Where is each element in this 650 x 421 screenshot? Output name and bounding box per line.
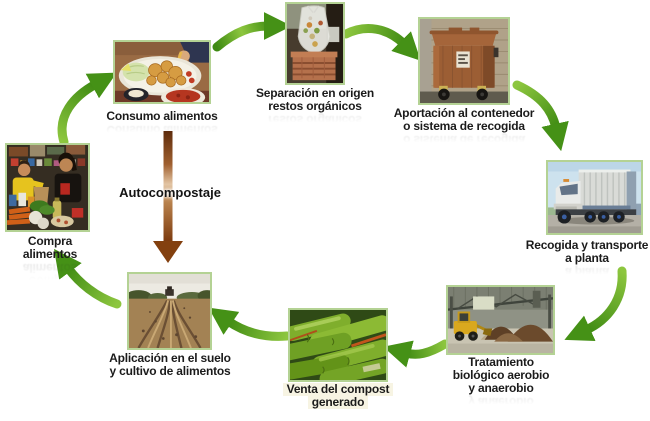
garbage-truck-photo <box>546 160 643 235</box>
label-line: generado <box>307 396 369 409</box>
label-line: restos orgánicos <box>268 99 362 113</box>
arrow-aplicacion-to-compra <box>53 248 122 309</box>
autocompostaje-label: Autocompostaje <box>119 185 221 200</box>
label-line: Venta del compost <box>282 383 394 396</box>
plate-of-food-photo <box>113 40 211 104</box>
compra-alimentos-label: Compra alimentos Compra alimentos <box>0 234 100 289</box>
label-line: Aplicación en el suelo <box>109 351 231 365</box>
arrow-compra-to-consumo <box>57 72 117 147</box>
label-line: y anaerobio <box>468 381 534 395</box>
label-line: Separación en origen <box>255 86 375 100</box>
label-line: y cultivo de alimentos <box>109 364 231 378</box>
label-line: Tratamiento <box>468 355 534 369</box>
arrow-tratamiento-to-venta <box>383 339 450 368</box>
label-line: biológico aerobio <box>452 368 550 382</box>
aplicacion-suelo-label: Aplicación en el suelo y cultivo de alim… <box>95 352 245 378</box>
separacion-origen-label: Separación en origen restos orgánicos re… <box>240 86 390 128</box>
label-line: o sistema de recogida <box>403 119 525 133</box>
arrow-consumo-to-separacion <box>212 12 292 52</box>
recogida-transporte-label: Recogida y transporte a planta a planta <box>525 238 649 280</box>
label-line: Compra alimentos <box>22 234 78 261</box>
tratamiento-biologico-label: Tratamiento biológico aerobio y anaerobi… <box>436 355 566 410</box>
treatment-plant-photo <box>446 285 555 355</box>
arrow-venta-to-aplicacion <box>208 307 292 341</box>
brown-container-photo <box>418 17 510 105</box>
arrow-aportacion-to-recogida <box>512 80 569 152</box>
venta-compost-label: Venta del compost generado <box>278 383 398 409</box>
aportacion-contenedor-label: Aportación al contenedor o sistema de re… <box>384 106 544 148</box>
arrow-separacion-to-aportacion <box>341 24 421 61</box>
organic-waste-bag-photo <box>285 2 345 85</box>
label-line: a planta <box>565 251 609 265</box>
label-line: Recogida y transporte <box>525 238 649 252</box>
consumo-alimentos-label: Consumo alimentos Consumo alimentos <box>92 109 232 138</box>
arrow-autocompostaje-head <box>153 241 183 263</box>
grocery-shopping-photo <box>5 143 90 232</box>
arrow-recogida-to-tratamiento <box>564 266 627 341</box>
label-line: Aportación al contenedor <box>393 106 535 120</box>
compost-bags-photo <box>288 308 388 382</box>
plowed-field-photo <box>127 272 212 350</box>
label-line: Consumo alimentos <box>106 109 218 123</box>
